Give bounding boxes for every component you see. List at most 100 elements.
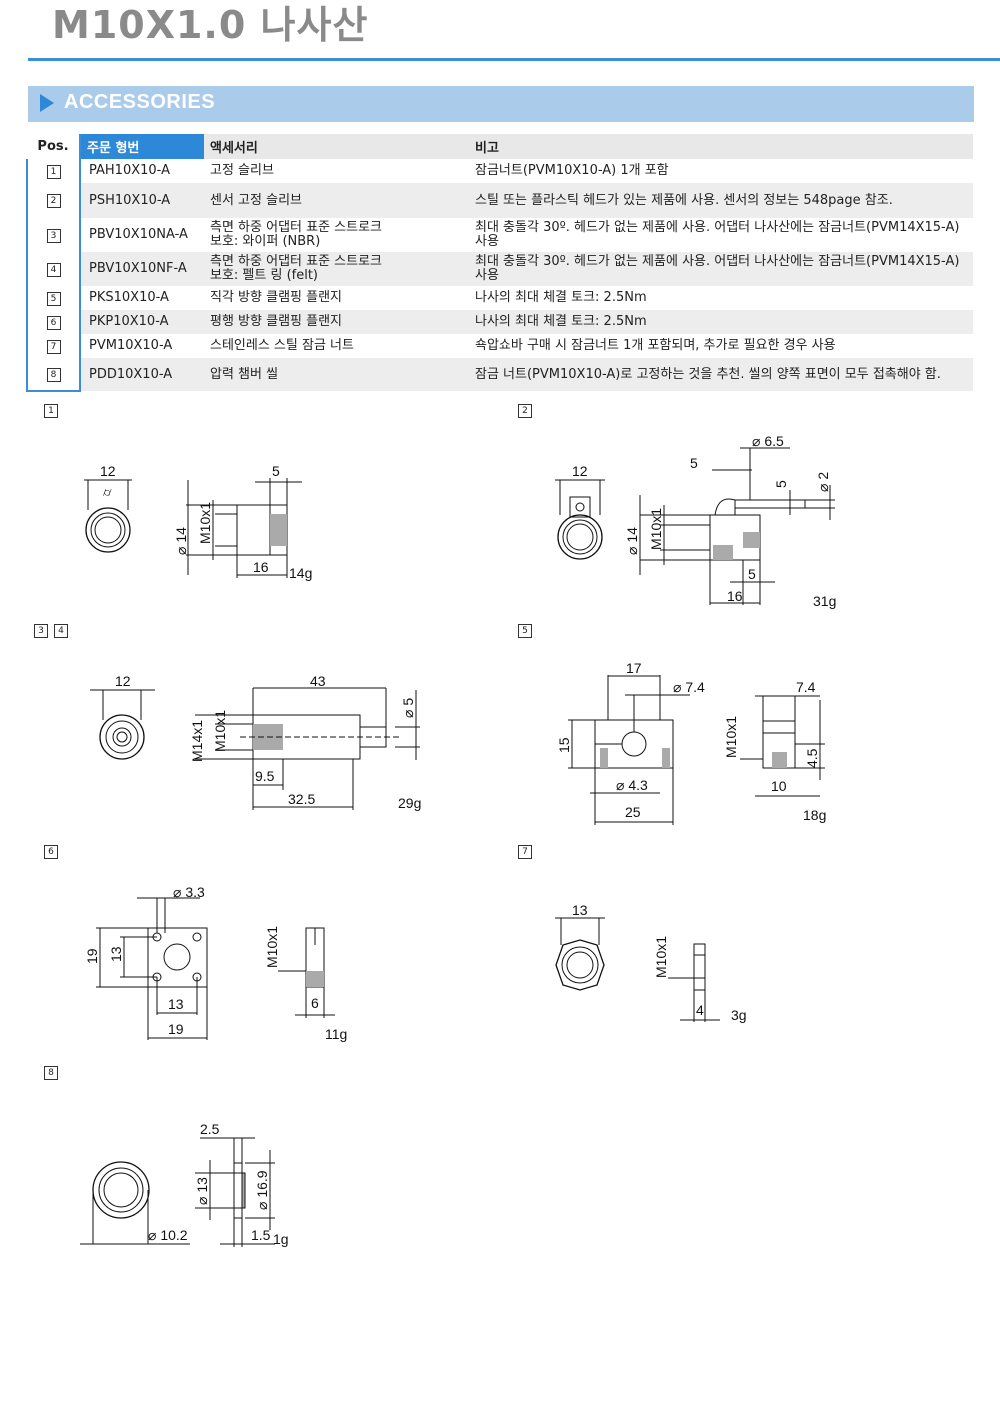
accessory-line1: 측면 하중 어댑터 표준 스트로크 xyxy=(210,220,383,235)
drawing-8: ⌀ 10.2 ⌀ 13 ⌀ 16.9 2.5 1.5 1g xyxy=(80,1121,289,1247)
dim-3-3: ⌀ 3.3 xyxy=(173,884,205,900)
dim-16-9: ⌀ 16.9 xyxy=(254,1170,270,1210)
pos-badge: 5 xyxy=(46,291,61,306)
flange-square xyxy=(147,927,208,988)
table-row: 7 PVM10X10-A 스테인레스 스틸 잠금 너트 쇽압쇼바 구매 시 잠금… xyxy=(26,334,973,358)
order-code: PSH10X10-A xyxy=(80,183,204,218)
drawing-3-4: 12 43 ⌀ 5 M14x1 M10x1 9.5 32.5 29g xyxy=(90,673,421,811)
accessory-name: 센서 고정 슬리브 xyxy=(204,183,469,218)
table-row: 1 PAH10X10-A 고정 슬리브 잠금너트(PVM10X10-A) 1개 … xyxy=(26,159,973,183)
dim-4: 4 xyxy=(696,1002,704,1018)
dim-thread: M10x1 xyxy=(648,508,664,550)
weight: 31g xyxy=(813,593,836,609)
seal-front-outer xyxy=(92,1161,150,1219)
accessory-name: 평행 방향 클램핑 플랜지 xyxy=(204,310,469,334)
sleeve-front-mid xyxy=(90,512,126,548)
dim-thread: M10x1 xyxy=(653,936,669,978)
dim-13: ⌀ 13 xyxy=(194,1177,210,1205)
dim-thread: M10x1 xyxy=(264,926,280,968)
dim-7-4: ⌀ 7.4 xyxy=(673,679,705,695)
dim-dia: ⌀ 14 xyxy=(173,527,189,555)
accessory-name: 직각 방향 클램핑 플랜지 xyxy=(204,286,469,310)
dim-10: 10 xyxy=(771,778,787,794)
order-code: PAH10X10-A xyxy=(89,163,170,178)
table-row: 6 PKP10X10-A 평행 방향 클램핑 플랜지 나사의 최대 체결 토크:… xyxy=(26,310,973,334)
dim-9-5: 9.5 xyxy=(255,768,275,784)
weight: 3g xyxy=(731,1007,747,1023)
accessory-line1: 평행 방향 클램핑 플랜지 xyxy=(210,314,342,329)
dim-7-4b: 7.4 xyxy=(796,679,816,695)
title-divider xyxy=(28,58,1000,61)
section-title: ACCESSORIES xyxy=(64,91,216,113)
col-header-accessory: 액세서리 xyxy=(204,134,469,159)
order-code: PBV10X10NF-A xyxy=(80,252,204,286)
accessory-line1: 고정 슬리브 xyxy=(210,163,274,178)
note: 잠금 너트(PVM10X10-A)로 고정하는 것을 추천. 씰의 양쪽 표면이… xyxy=(469,358,973,391)
drawing-1: 12 ⌭ ⌀ 14 M10x1 5 16 14g xyxy=(84,463,312,581)
order-code: PVM10X10-A xyxy=(89,338,173,353)
dim-15: 15 xyxy=(556,737,572,753)
order-code: PKP10X10-A xyxy=(80,310,204,334)
dim-top: 5 xyxy=(272,463,280,479)
dim-pin-dia: ⌀ 5 xyxy=(400,698,416,718)
page-title: M10X1.0 나사산 xyxy=(52,3,369,47)
accessory-line1: 압력 챔버 씰 xyxy=(210,366,279,382)
order-code: PDD10X10-A xyxy=(80,358,204,391)
drawing-label-3: 3 xyxy=(34,624,48,638)
accessory-line2: 보호: 와이퍼 (NBR) xyxy=(210,234,321,249)
accessories-table: Pos. 주문 형번 액세서리 비고 1 PAH10X10-A 고정 슬리브 잠… xyxy=(26,134,974,392)
table-row: 2 PSH10X10-A 센서 고정 슬리브 스틸 또는 플라스틱 헤드가 있는… xyxy=(26,183,973,218)
dim-19v: 19 xyxy=(84,948,100,964)
dim-16: 16 xyxy=(727,588,743,604)
dim-small-dia: ⌀ 2 xyxy=(815,472,831,492)
dim-17: 17 xyxy=(626,660,642,676)
dim-5b: 5 xyxy=(748,566,756,582)
drawing-label-8: 8 xyxy=(44,1066,58,1080)
dim-thread: M10x1 xyxy=(212,710,228,752)
col-header-code: 주문 형번 xyxy=(80,134,204,159)
pos-badge: 7 xyxy=(46,339,61,354)
accessory-line1: 측면 하중 어댑터 표준 스트로크 xyxy=(210,254,383,269)
pos-badge: 6 xyxy=(46,315,61,330)
drawing-2: 12 ⌀ 14 M10x1 ⌀ 6.5 5 5 ⌀ 2 5 16 31g xyxy=(555,433,836,609)
drawing-label-5: 5 xyxy=(518,624,532,638)
dim-thread: M10x1 xyxy=(197,502,213,544)
dim-4-3: ⌀ 4.3 xyxy=(616,777,648,793)
order-code: PKS10X10-A xyxy=(89,290,169,305)
note: 최대 충돌각 30º. 헤드가 없는 제품에 사용. 어댑터 나사산에는 잠금너… xyxy=(475,220,960,249)
dim-43: 43 xyxy=(310,673,326,689)
dim-dia: ⌀ 14 xyxy=(624,527,640,555)
sensor-pin xyxy=(734,499,806,509)
accessory-name: 압력 챔버 씰 xyxy=(204,358,469,391)
pos-badge: 4 xyxy=(46,262,61,277)
dim-wrench: 12 xyxy=(572,463,588,479)
pos-badge: 3 xyxy=(46,228,61,243)
dim-13v: 13 xyxy=(108,946,124,962)
note: 스틸 또는 플라스틱 헤드가 있는 제품에 사용. 센서의 정보는 548pag… xyxy=(469,183,973,218)
dim-6: 6 xyxy=(311,995,319,1011)
weight: 14g xyxy=(289,565,312,581)
wrench-icon: ⌭ xyxy=(103,485,112,499)
dim-pin-dia: ⌀ 6.5 xyxy=(752,433,784,449)
pos-badge: 1 xyxy=(46,164,61,179)
note: 잠금너트(PVM10X10-A) 1개 포함 xyxy=(475,163,669,178)
dim-19h: 19 xyxy=(168,1021,184,1037)
dim-2-5: 2.5 xyxy=(200,1121,220,1137)
table-row: 5 PKS10X10-A 직각 방향 클램핑 플랜지 나사의 최대 체결 토크:… xyxy=(26,286,973,310)
accessory-name: 스테인레스 스틸 잠금 너트 xyxy=(204,334,469,358)
weight: 1g xyxy=(273,1231,289,1247)
dim-thread-big: M14x1 xyxy=(189,720,205,762)
dim-4-5: 4.5 xyxy=(804,748,820,768)
dim-side5: 5 xyxy=(773,480,789,488)
triangle-right-icon xyxy=(40,94,54,112)
drawing-7: 13 M10x1 4 3g xyxy=(555,902,747,1023)
sleeve-front-inner xyxy=(94,516,122,544)
dim-wrench: 12 xyxy=(115,673,131,689)
drawing-label-1: 1 xyxy=(44,404,58,418)
accessory-name: 고정 슬리브 xyxy=(204,159,469,183)
